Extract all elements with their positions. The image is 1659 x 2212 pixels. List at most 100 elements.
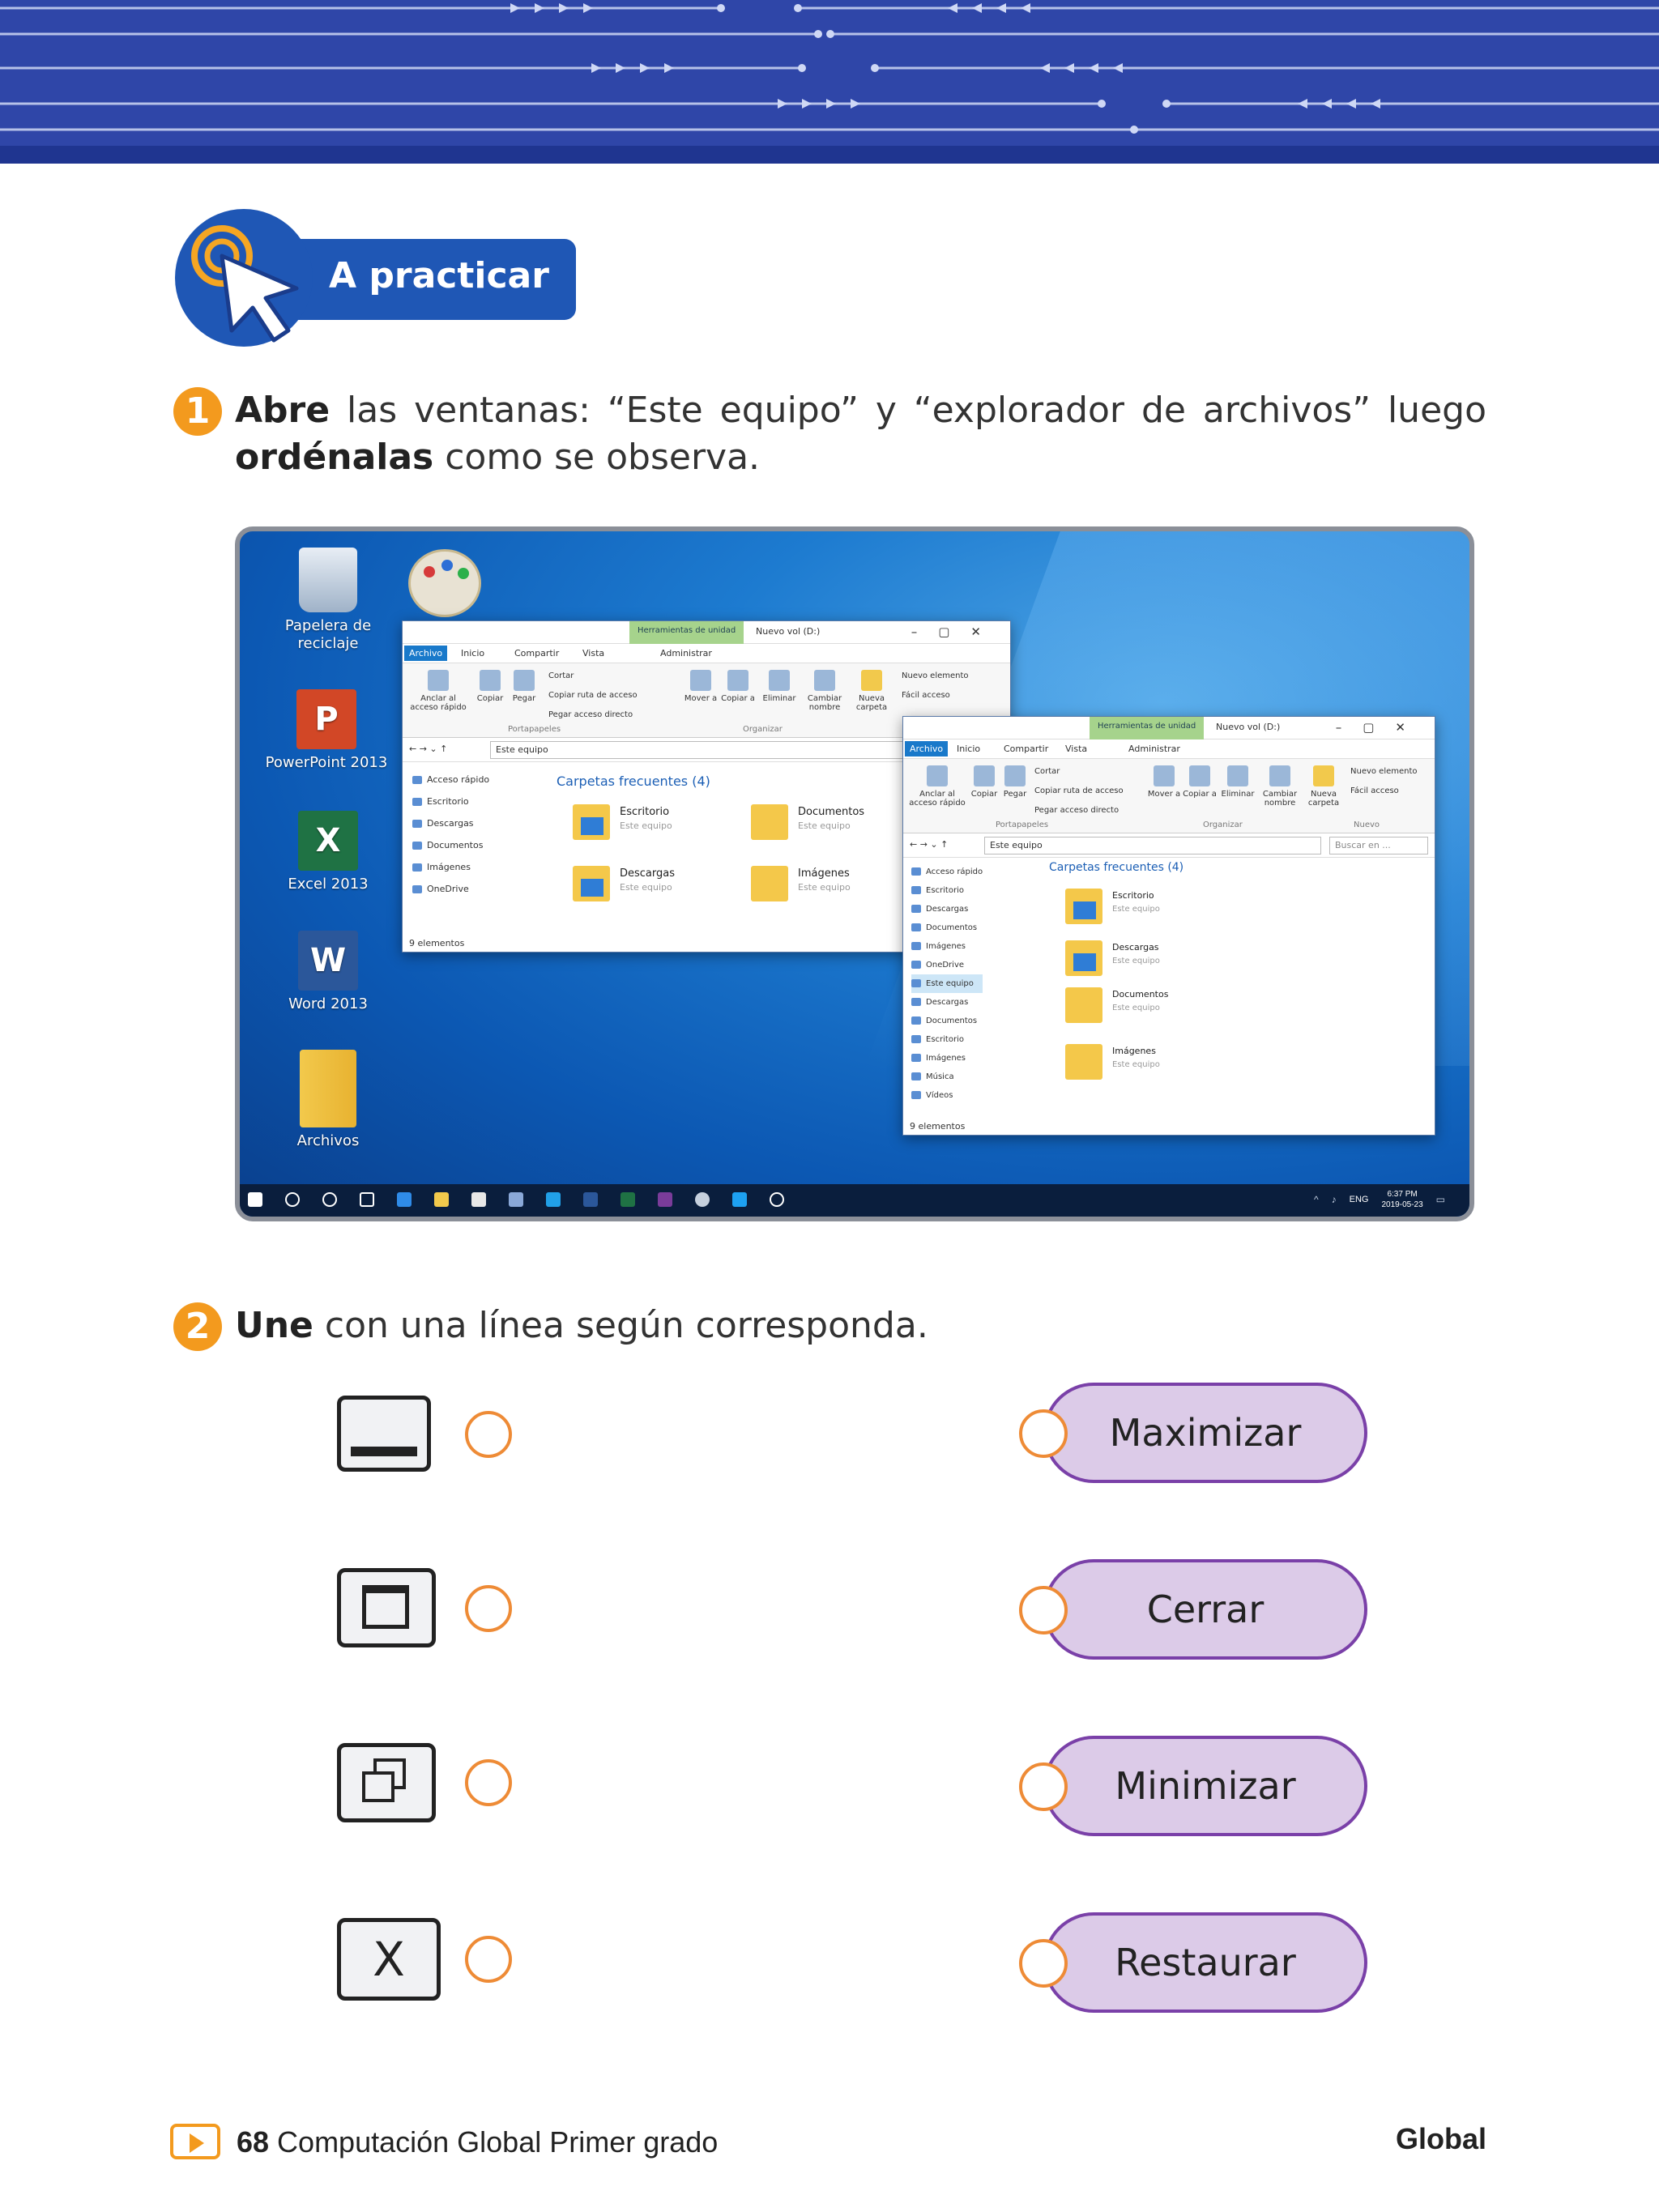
nav-item[interactable]: Imágenes	[911, 937, 983, 956]
nav-item[interactable]: Documentos	[911, 918, 983, 937]
option-cerrar[interactable]: Cerrar	[1019, 1559, 1367, 1660]
task-view-icon[interactable]	[360, 1192, 374, 1207]
nav-item[interactable]: Documentos	[412, 834, 489, 856]
search-input[interactable]: Buscar en ...	[1329, 837, 1428, 855]
nav-item[interactable]: Documentos	[911, 1012, 983, 1030]
tab-archivo[interactable]: Archivo	[404, 646, 448, 661]
pin-quick-access-button[interactable]: Anclar al acceso rápido	[905, 765, 970, 808]
paste-shortcut-button[interactable]: Pegar acceso directo	[548, 710, 633, 719]
nav-item[interactable]: Descargas	[911, 993, 983, 1012]
onenote-icon[interactable]	[658, 1192, 672, 1207]
context-tab-drive-tools[interactable]: Herramientas de unidad	[1090, 717, 1205, 739]
pin-quick-access-button[interactable]: Anclar al acceso rápido	[406, 670, 471, 712]
context-tab-drive-tools[interactable]: Herramientas de unidad	[629, 621, 744, 644]
nav-item[interactable]: OneDrive	[412, 878, 489, 900]
excel-icon[interactable]	[621, 1192, 635, 1207]
nav-item[interactable]: Escritorio	[911, 1030, 983, 1049]
tab-compartir[interactable]: Compartir	[1004, 744, 1049, 754]
tab-vista[interactable]: Vista	[582, 648, 605, 658]
nav-item[interactable]: Vídeos	[911, 1086, 983, 1105]
copy-path-button[interactable]: Copiar ruta de acceso	[1034, 786, 1124, 795]
start-icon[interactable]	[248, 1192, 262, 1207]
new-item-button[interactable]: Nuevo elemento	[1350, 767, 1418, 776]
desktop-icon-recycle-bin[interactable]: Papelera de reciclaje	[275, 548, 381, 653]
desktop-icon-archivos[interactable]: Archivos	[275, 1050, 381, 1150]
skype-icon[interactable]	[546, 1192, 561, 1207]
tab-archivo[interactable]: Archivo	[905, 741, 949, 757]
match-dot-left[interactable]	[465, 1585, 512, 1632]
window-controls[interactable]: –▢✕	[911, 624, 1002, 639]
settings-gear-icon[interactable]	[770, 1192, 784, 1207]
copy-to-button[interactable]: Copiar a	[1182, 765, 1218, 799]
address-input[interactable]: Este equipo	[490, 741, 960, 759]
match-dot-right[interactable]	[1019, 1762, 1068, 1811]
desktop-icon-word[interactable]: W Word 2013	[275, 931, 381, 1013]
option-minimizar[interactable]: Minimizar	[1019, 1736, 1367, 1836]
paste-button[interactable]: Pegar	[999, 765, 1031, 799]
move-to-button[interactable]: Mover a	[1146, 765, 1182, 799]
rename-button[interactable]: Cambiar nombre	[1258, 765, 1302, 808]
nav-item[interactable]: Acceso rápido	[911, 863, 983, 881]
cortana-icon[interactable]	[322, 1192, 337, 1207]
nav-item[interactable]: Escritorio	[911, 881, 983, 900]
nav-item-selected[interactable]: Este equipo	[911, 974, 983, 993]
address-input[interactable]: Este equipo	[984, 837, 1321, 855]
nav-item[interactable]: Descargas	[911, 900, 983, 918]
tab-inicio[interactable]: Inicio	[957, 744, 981, 754]
copy-path-button[interactable]: Copiar ruta de acceso	[548, 691, 638, 700]
notifications-icon[interactable]: ▭	[1435, 1194, 1445, 1205]
desktop-icon-powerpoint[interactable]: P PowerPoint 2013	[258, 689, 395, 772]
delete-button[interactable]: Eliminar	[759, 670, 800, 703]
easy-access-button[interactable]: Fácil acceso	[1350, 786, 1399, 795]
new-folder-button[interactable]: Nueva carpeta	[1303, 765, 1344, 808]
paint-palette-icon[interactable]	[408, 549, 481, 617]
explorer-window-2[interactable]: Herramientas de unidad Nuevo vol (D:) –▢…	[902, 716, 1435, 1136]
option-restaurar[interactable]: Restaurar	[1019, 1912, 1367, 2013]
match-dot-left[interactable]	[465, 1759, 512, 1806]
nav-arrows[interactable]: ← → ⌄ ↑	[409, 744, 448, 754]
match-dot-right[interactable]	[1019, 1586, 1068, 1634]
tab-compartir[interactable]: Compartir	[514, 648, 560, 658]
copy-button[interactable]: Copiar	[474, 670, 506, 703]
store-icon[interactable]	[471, 1192, 486, 1207]
paste-shortcut-button[interactable]: Pegar acceso directo	[1034, 806, 1120, 815]
nav-item[interactable]: OneDrive	[911, 956, 983, 974]
nav-item[interactable]: Descargas	[412, 812, 489, 834]
word-icon[interactable]	[583, 1192, 598, 1207]
nav-item[interactable]: Música	[911, 1068, 983, 1086]
clock[interactable]: 6:37 PM 2019-05-23	[1381, 1190, 1423, 1209]
paste-button[interactable]: Pegar	[508, 670, 540, 703]
option-maximizar[interactable]: Maximizar	[1019, 1383, 1367, 1483]
nav-item[interactable]: Escritorio	[412, 791, 489, 812]
nav-item[interactable]: Imágenes	[911, 1049, 983, 1068]
desktop-icon-excel[interactable]: X Excel 2013	[275, 811, 381, 893]
rename-button[interactable]: Cambiar nombre	[803, 670, 847, 712]
mail-icon[interactable]	[509, 1192, 523, 1207]
match-dot-right[interactable]	[1019, 1409, 1068, 1458]
tab-inicio[interactable]: Inicio	[461, 648, 485, 658]
window-controls[interactable]: –▢✕	[1335, 720, 1427, 735]
steam-icon[interactable]	[695, 1192, 710, 1207]
file-explorer-icon[interactable]	[434, 1192, 449, 1207]
match-dot-left[interactable]	[465, 1936, 512, 1983]
move-to-button[interactable]: Mover a	[683, 670, 719, 703]
copy-button[interactable]: Copiar	[968, 765, 1000, 799]
tray-chevron-icon[interactable]: ^	[1314, 1194, 1319, 1205]
new-item-button[interactable]: Nuevo elemento	[902, 671, 969, 680]
match-dot-right[interactable]	[1019, 1939, 1068, 1988]
language-indicator[interactable]: ENG	[1349, 1195, 1369, 1204]
cut-button[interactable]: Cortar	[548, 671, 574, 680]
volume-icon[interactable]: ♪	[1331, 1194, 1337, 1205]
copy-to-button[interactable]: Copiar a	[720, 670, 756, 703]
tab-administrar[interactable]: Administrar	[660, 648, 712, 658]
match-dot-left[interactable]	[465, 1411, 512, 1458]
new-folder-button[interactable]: Nueva carpeta	[851, 670, 892, 712]
easy-access-button[interactable]: Fácil acceso	[902, 691, 950, 700]
